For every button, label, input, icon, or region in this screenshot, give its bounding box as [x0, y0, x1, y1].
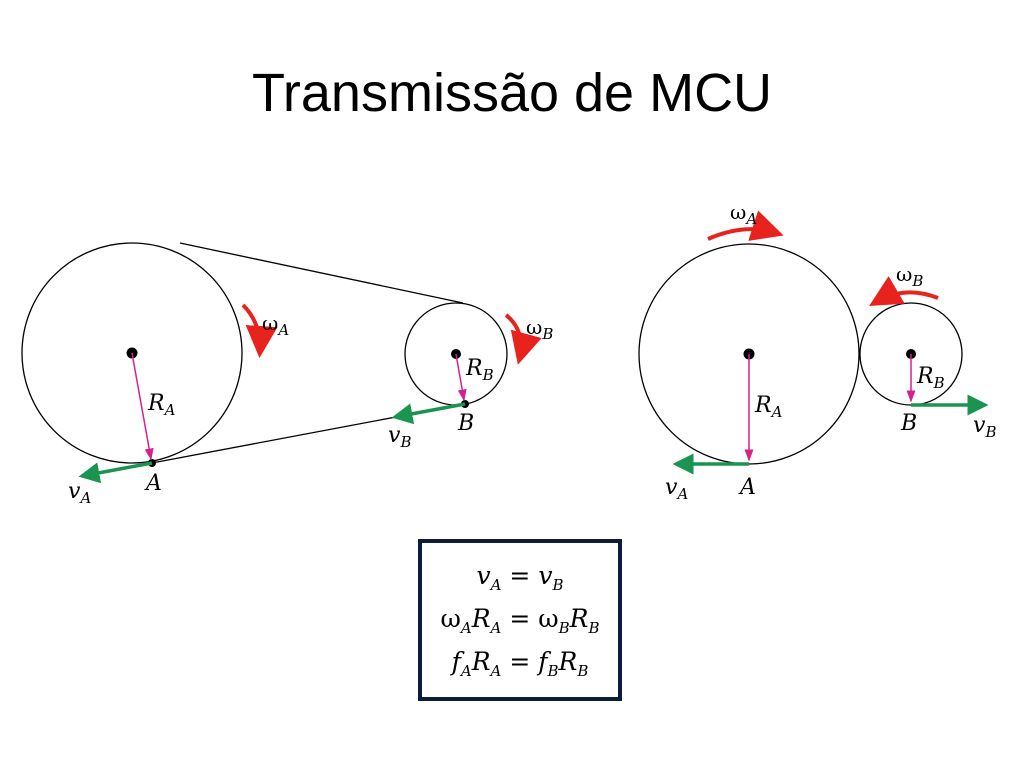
formula-frequency: fARA = fBRB	[451, 646, 589, 680]
radius-a-label: RA	[754, 393, 783, 421]
radius-b-label: RB	[465, 356, 494, 384]
formula-velocity: vA = vB	[476, 560, 564, 594]
pulley-a-circle	[21, 242, 243, 464]
radius-a-line	[131, 352, 154, 461]
belt-transmission-diagram: ωA ωB RA RB A B vA vB	[21, 242, 553, 507]
formula-box: vA = vB ωARA = ωBRB fARA = fBRB	[418, 539, 622, 701]
contact-transmission-diagram: ωA ωB RA RB A B vA vB	[638, 200, 996, 503]
formula-angular-velocity: ωARA = ωBRB	[440, 603, 600, 637]
rotation-arrow-icon	[241, 303, 278, 358]
velocity-a-label: vA	[68, 479, 91, 507]
omega-a-label: ωA	[730, 200, 757, 228]
point-b-label: B	[900, 411, 917, 436]
omega-b-label: ωB	[526, 315, 553, 343]
rotation-arrow-icon	[869, 276, 939, 307]
slide-title: Transmissão de MCU	[251, 63, 773, 123]
belt-top-line	[179, 242, 464, 304]
point-b-label: B	[457, 411, 474, 436]
radius-b-line	[455, 353, 467, 402]
point-a-label: A	[738, 475, 756, 500]
rotation-arrow-icon	[707, 210, 784, 241]
point-a-label: A	[144, 471, 162, 496]
radius-a-label: RA	[147, 391, 176, 419]
radius-b-label: RB	[916, 364, 945, 392]
omega-b-label: ωB	[896, 262, 923, 290]
velocity-b-label: vB	[388, 423, 411, 451]
rotation-arrow-icon	[504, 313, 542, 365]
velocity-arrow-icon	[78, 461, 153, 484]
velocity-arrow-icon	[391, 402, 466, 425]
velocity-b-label: vB	[973, 413, 996, 441]
omega-a-label: ωA	[262, 311, 289, 339]
velocity-a-label: vA	[665, 475, 688, 503]
